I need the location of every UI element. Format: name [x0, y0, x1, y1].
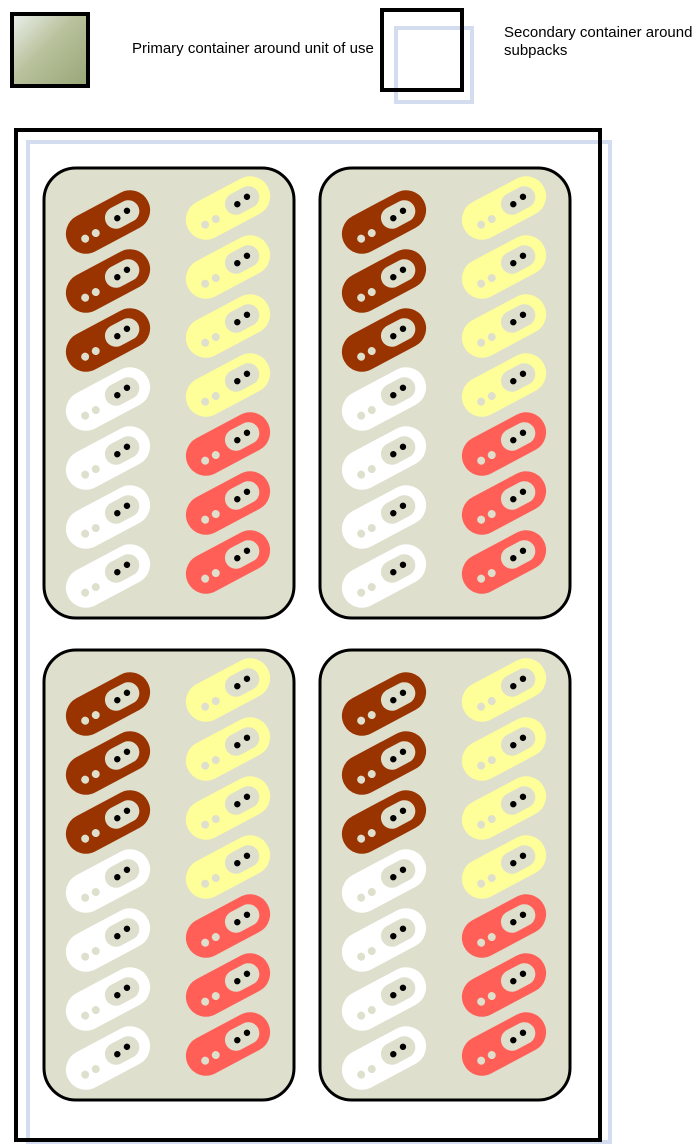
- primary-container-legend-swatch: [10, 12, 90, 88]
- primary-container-legend-label: Primary container around unit of use: [132, 40, 382, 58]
- packaging-diagram: [0, 120, 698, 1144]
- secondary-container-legend-swatch: [380, 8, 464, 92]
- subpack: [44, 650, 294, 1100]
- secondary-container-legend-label: Secondary container around subpacks: [504, 24, 698, 60]
- subpacks-layer: [44, 168, 570, 1100]
- subpack: [320, 650, 570, 1100]
- subpack: [44, 168, 294, 618]
- secondary-legend-frame: [380, 8, 464, 92]
- subpack: [320, 168, 570, 618]
